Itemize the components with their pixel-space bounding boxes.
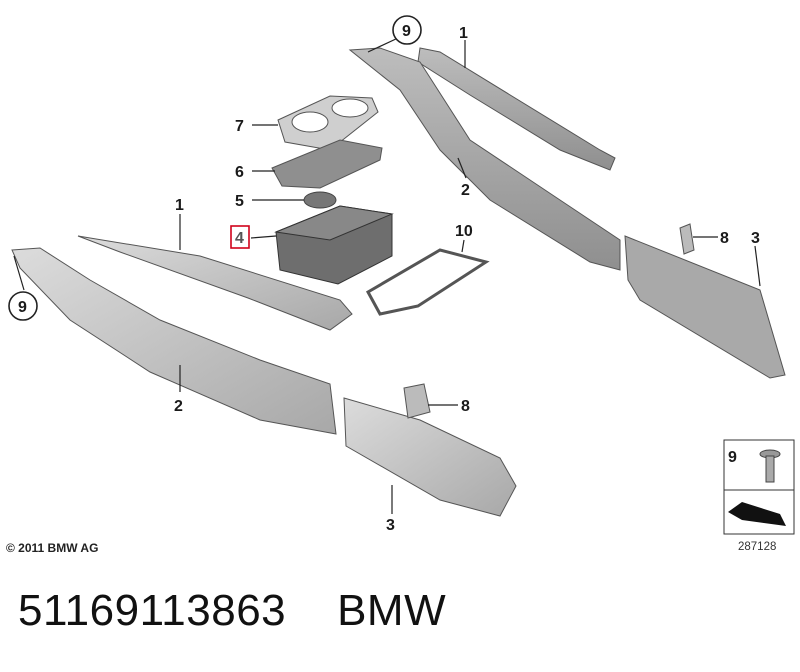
callout-6: 6 xyxy=(235,164,244,181)
panel-arrow-icon xyxy=(728,502,786,526)
clip-lower xyxy=(403,383,431,419)
part-number-line: 51169113863 BMW xyxy=(18,586,446,636)
callout-10: 10 xyxy=(455,223,473,240)
diagram-id: 287128 xyxy=(738,541,777,553)
trim-strip-left xyxy=(77,235,353,331)
callout-3-bottom: 3 xyxy=(386,517,395,534)
callout-9-left: 9 xyxy=(18,299,27,316)
callout-9-top: 9 xyxy=(402,23,411,40)
end-panel-upper xyxy=(624,235,786,379)
callout-5: 5 xyxy=(235,193,244,210)
side-panel-lower xyxy=(11,247,337,435)
parts-diagram: 1 2 3 8 9 7 6 5 4 10 1 9 2 8 3 9 xyxy=(8,15,795,535)
callout-8-top: 8 xyxy=(720,230,729,247)
trim-strip-upper-right xyxy=(417,47,616,171)
small-cover xyxy=(303,191,337,209)
fastener-legend: 9 xyxy=(723,439,795,535)
trim-frame xyxy=(365,248,490,316)
cupholder-insert xyxy=(271,139,383,189)
callout-2-top: 2 xyxy=(461,182,470,199)
callout-3-right: 3 xyxy=(751,230,760,247)
callout-4: 4 xyxy=(235,230,244,247)
callout-1-top: 1 xyxy=(459,25,468,42)
end-panel-lower xyxy=(343,397,517,517)
brand-name: BMW xyxy=(337,586,447,635)
callout-2-bottom: 2 xyxy=(174,398,183,415)
clip-upper xyxy=(679,223,695,255)
callout-circle-9-left xyxy=(8,291,38,321)
callout-7: 7 xyxy=(235,118,244,135)
legend-number: 9 xyxy=(728,449,737,466)
part-number: 51169113863 xyxy=(18,586,287,635)
callout-8-bottom: 8 xyxy=(461,398,470,415)
callout-circle-9-top xyxy=(392,15,422,45)
highlight-box-4 xyxy=(230,225,250,249)
copyright-notice: © 2011 BMW AG xyxy=(6,541,99,555)
callout-1-left: 1 xyxy=(175,197,184,214)
side-panel-upper xyxy=(348,47,621,271)
